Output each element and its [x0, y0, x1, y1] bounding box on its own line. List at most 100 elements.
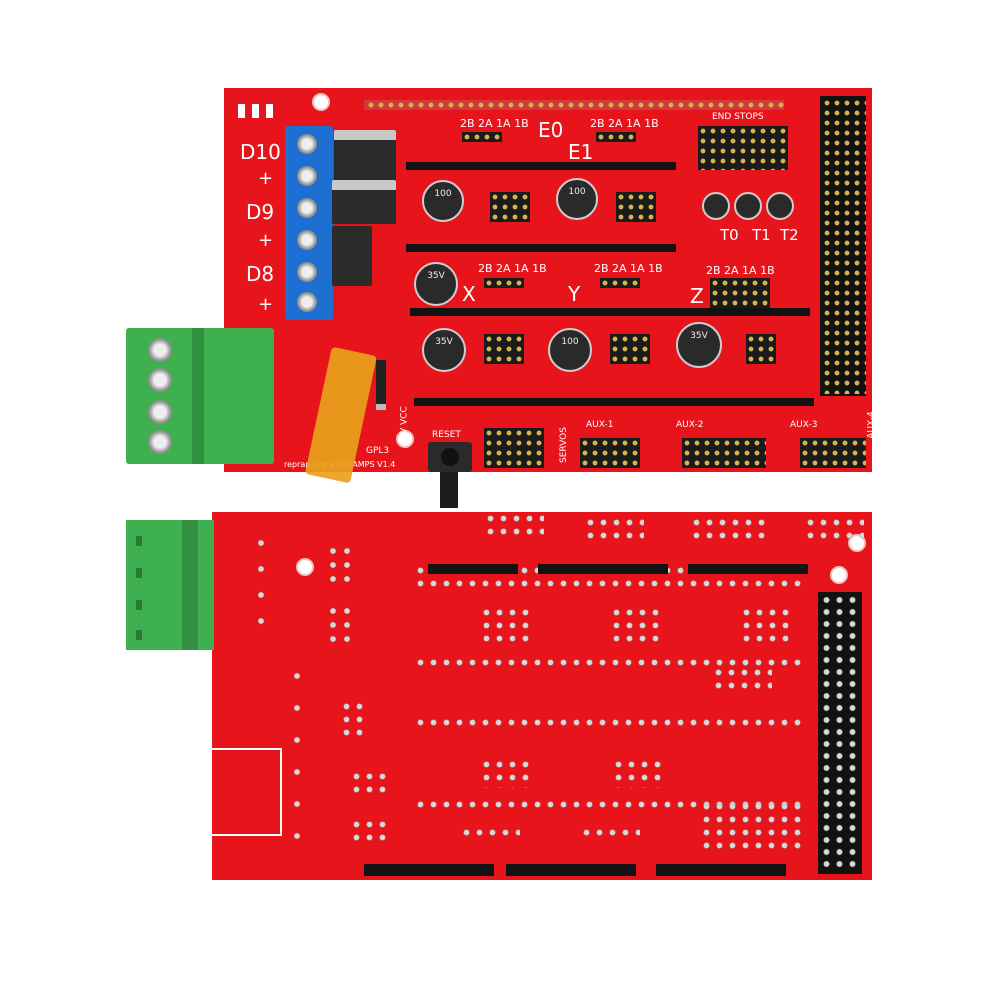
- microstep-jumpers-e0: [490, 192, 530, 222]
- solder-pad-grid: [480, 758, 530, 788]
- capacitor: 35V: [422, 328, 466, 372]
- aux-label-4: AUX-4: [866, 411, 877, 439]
- back-header-strip: [688, 564, 808, 574]
- terminal-screw: [297, 166, 317, 186]
- solder-pad-grid: [700, 800, 806, 852]
- reset-button[interactable]: [428, 442, 472, 472]
- mounting-hole: [396, 430, 414, 448]
- end-stops-pins: [698, 126, 788, 170]
- aux-3-header: [800, 438, 866, 468]
- capacitor: 100: [422, 180, 464, 222]
- terminal-screw: [148, 368, 172, 392]
- terminal-screw: [297, 230, 317, 250]
- solder-pad-grid: [584, 516, 644, 544]
- blue-screw-terminal: [285, 126, 333, 320]
- back-header-strip: [428, 564, 518, 574]
- power-label-plus: +: [258, 168, 274, 189]
- solder-pads: [290, 660, 304, 840]
- solder-pad-grid: [740, 606, 790, 644]
- mounting-hole: [312, 93, 330, 111]
- jumper-pins-x: [484, 278, 524, 288]
- solder-pad-grid: [690, 516, 770, 544]
- solder-pad-row: [414, 716, 804, 730]
- diode: [376, 360, 386, 410]
- terminal-screw: [297, 262, 317, 282]
- back-header-strip: [538, 564, 668, 574]
- green-power-terminal: [126, 328, 274, 464]
- thermistor-label-t2: T2: [780, 226, 799, 244]
- reset-button-plunger: [440, 472, 458, 508]
- power-label-plus: +: [258, 294, 274, 315]
- extruder-label-e1: E1: [568, 140, 594, 164]
- aux-label-2: AUX-2: [676, 420, 704, 430]
- thermistor-label-t0: T0: [720, 226, 739, 244]
- jumper-pins-z: [710, 278, 770, 308]
- microstep-jumpers-z: [746, 334, 776, 364]
- power-label-d8: D8: [246, 262, 275, 286]
- capacitor-small: [766, 192, 794, 220]
- capacitor: 35V: [676, 322, 722, 368]
- axis-label-z: Z: [690, 284, 704, 308]
- led-indicators: [238, 104, 278, 122]
- extruder-label-e0: E0: [538, 118, 564, 142]
- axis-label-x: X: [462, 282, 476, 306]
- top-header-pins: [366, 100, 786, 110]
- aux-label-1: AUX-1: [586, 420, 614, 430]
- driver-socket-e0-top: [406, 162, 676, 170]
- terminal-screw: [148, 338, 172, 362]
- silkscreen-outline: [212, 748, 282, 836]
- mosfet: [332, 226, 372, 286]
- driver-pin-label: 2B 2A 1A 1B: [590, 117, 659, 130]
- reset-label: RESET: [432, 430, 461, 440]
- solder-pads: [350, 818, 390, 846]
- servos-header: [484, 428, 544, 468]
- solder-pads: [340, 700, 366, 740]
- solder-pads: [326, 604, 354, 644]
- terminal-screw: [148, 430, 172, 454]
- axis-label-y: Y: [568, 282, 581, 306]
- mosfet: [334, 130, 396, 182]
- mounting-hole: [296, 558, 314, 576]
- jumper-pins-e1: [596, 132, 636, 142]
- power-label-d9: D9: [246, 200, 275, 224]
- solder-pad-grid: [804, 516, 864, 544]
- back-header-strip: [506, 864, 636, 876]
- capacitor: 100: [548, 328, 592, 372]
- solder-pad-grid: [460, 826, 520, 840]
- vcc-label: 5V VCC: [399, 406, 410, 440]
- capacitor-small: [734, 192, 762, 220]
- back-header-strip: [656, 864, 786, 876]
- capacitor-small: [702, 192, 730, 220]
- aux-2-header: [682, 438, 766, 468]
- solder-pad-grid: [484, 512, 544, 540]
- capacitor: 35V: [414, 262, 458, 306]
- driver-pin-label: 2B 2A 1A 1B: [594, 262, 663, 275]
- jumper-pins-y: [600, 278, 640, 288]
- solder-pad-grid: [612, 758, 662, 788]
- terminal-screw: [297, 292, 317, 312]
- driver-socket-e0-bottom: [406, 244, 676, 252]
- solder-pads: [350, 770, 390, 798]
- microstep-jumpers-x: [484, 334, 524, 364]
- back-header-strip: [364, 864, 494, 876]
- end-stops-label: END STOPS: [712, 112, 764, 122]
- driver-socket-xyz-bottom: [414, 398, 814, 406]
- solder-pads: [326, 544, 354, 584]
- aux-label-3: AUX-3: [790, 420, 818, 430]
- solder-pad-grid: [712, 666, 772, 694]
- solder-pad-grid: [610, 606, 660, 644]
- terminal-screw: [297, 198, 317, 218]
- solder-pads: [254, 530, 268, 640]
- terminal-screw: [297, 134, 317, 154]
- capacitor: 100: [556, 178, 598, 220]
- microstep-jumpers-y: [610, 334, 650, 364]
- terminal-screw: [148, 400, 172, 424]
- driver-pin-label: 2B 2A 1A 1B: [706, 264, 775, 277]
- back-right-header-pins: [820, 594, 860, 872]
- power-label-d10: D10: [240, 140, 281, 164]
- driver-pin-label: 2B 2A 1A 1B: [478, 262, 547, 275]
- solder-pad-row: [414, 656, 804, 670]
- microstep-jumpers-e1: [616, 192, 656, 222]
- driver-pin-label: 2B 2A 1A 1B: [460, 117, 529, 130]
- gpl-label: GPL3: [366, 446, 390, 456]
